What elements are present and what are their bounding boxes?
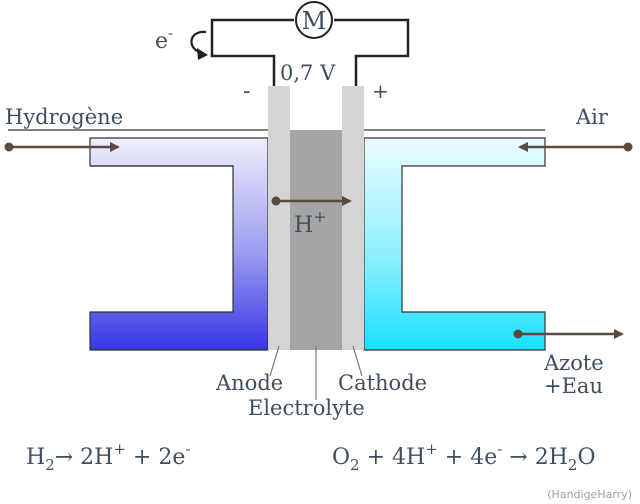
terminal-minus: - [243, 79, 250, 104]
cathode-electrode [342, 86, 364, 350]
anode-electrode [268, 86, 290, 350]
electron-label: e- [155, 24, 173, 54]
anode-leader [269, 345, 280, 377]
cathode-equation: O2 + 4H+ + 4e- → 2H2O [332, 440, 596, 474]
circuit-wire-right [334, 18, 410, 86]
electron-flow-arrowhead [197, 48, 208, 60]
cathode-leader [352, 345, 363, 377]
hydrogen-channel [89, 137, 269, 351]
air-channel [363, 137, 546, 351]
anode-label: Anode [215, 371, 283, 395]
motor-label: M [302, 7, 327, 35]
output-label-line2: +Eau [544, 374, 603, 398]
electrolyte-label: Electrolyte [248, 396, 365, 420]
air-label: Air [575, 105, 609, 129]
electrolyte-layer [290, 130, 342, 350]
anode-equation: H2→ 2H+ + 2e- [26, 440, 190, 474]
proton-label: H+ [294, 207, 327, 238]
hydrogen-label: Hydrogène [5, 105, 123, 129]
credit-text: (HandigeHarry) [547, 488, 632, 501]
motor-circle [295, 1, 333, 39]
output-label-line1: Azote [543, 351, 604, 375]
terminal-plus: + [372, 79, 389, 103]
voltage-label: 0,7 V [280, 61, 336, 85]
cathode-label: Cathode [338, 371, 427, 395]
circuit-wire [210, 18, 294, 86]
